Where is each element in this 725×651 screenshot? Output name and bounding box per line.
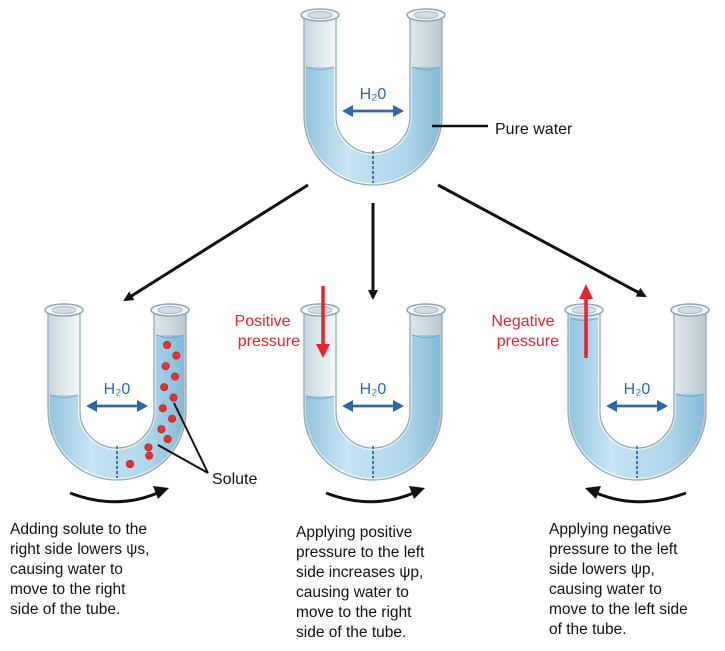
caption-middle-line-3: side increases ψp, [296, 564, 424, 581]
caption-right-line-4: causing water to [549, 581, 662, 598]
solute-leader-lower [157, 444, 209, 474]
tube-negative-pressure: H₂0 [564, 303, 710, 481]
caption-left-line-5: side of the tube. [10, 601, 121, 618]
solute-particle [144, 443, 153, 452]
tube-pure-water: H₂0 [300, 8, 446, 186]
solute-leader-upper [173, 402, 209, 474]
caption-right: Applying negative pressure to the left s… [549, 520, 688, 640]
positive-pressure-line-1: Positive [235, 313, 291, 330]
caption-right-line-1: Applying negative [549, 521, 672, 538]
tube-pure-water-flow-label: H₂0 [360, 86, 387, 103]
flow-arrow-middle-tube [325, 486, 425, 504]
caption-middle-line-4: causing water to [296, 584, 409, 601]
caption-right-line-2: pressure to the left [549, 541, 678, 558]
caption-middle-line-2: pressure to the left [296, 544, 425, 561]
caption-middle-line-5: move to the right [296, 604, 412, 621]
tube-positive-pressure-flow-label: H₂0 [360, 381, 387, 398]
tube-positive-pressure: H₂0 [300, 303, 446, 481]
caption-left-line-3: causing water to [10, 561, 123, 578]
caption-left-line-2: right side lowers ψs, [10, 541, 150, 558]
tube-solute: H₂0 [44, 303, 190, 481]
solute-particle [162, 340, 171, 349]
pure-water-label: Pure water [495, 121, 573, 138]
caption-left: Adding solute to the right side lowers ψ… [10, 520, 149, 620]
solute-particle [145, 451, 154, 460]
solute-particle [168, 414, 177, 423]
flow-arrow-right-tube [585, 486, 687, 504]
solute-particle [161, 362, 170, 371]
arrow-to-left-tube [123, 183, 309, 302]
caption-right-line-3: side lowers ψp, [549, 561, 655, 578]
tube-negative-pressure-flow-label: H₂0 [624, 381, 651, 398]
negative-pressure-line-1: Negative [491, 313, 554, 330]
caption-right-line-6: of the tube. [549, 621, 627, 638]
solute-particle [157, 425, 166, 434]
positive-pressure-label: Positive pressure [235, 313, 301, 350]
caption-left-line-1: Adding solute to the [10, 521, 148, 538]
caption-right-line-5: move to the left side [549, 601, 688, 618]
solute-particle [163, 434, 172, 443]
caption-middle-line-1: Applying positive [296, 524, 413, 541]
negative-pressure-label: Negative pressure [491, 313, 559, 350]
solute-particle [170, 372, 179, 381]
solute-particle [169, 393, 178, 402]
flow-arrow-left-tube [69, 486, 169, 504]
caption-middle-line-6: side of the tube. [296, 624, 407, 641]
solute-particle [158, 404, 167, 413]
solute-label: Solute [212, 471, 257, 488]
negative-pressure-line-2: pressure [497, 333, 559, 350]
positive-pressure-line-2: pressure [238, 333, 300, 350]
caption-middle: Applying positive pressure to the left s… [296, 523, 424, 643]
positive-pressure-arrow [316, 286, 330, 358]
tube-solute-flow-label: H₂0 [104, 381, 131, 398]
caption-left-line-4: move to the right [10, 581, 126, 598]
solute-particle [160, 383, 169, 392]
negative-pressure-arrow [579, 284, 593, 358]
solute-particle [126, 459, 135, 468]
solute-particle [172, 351, 181, 360]
arrow-to-right-tube [437, 183, 647, 298]
